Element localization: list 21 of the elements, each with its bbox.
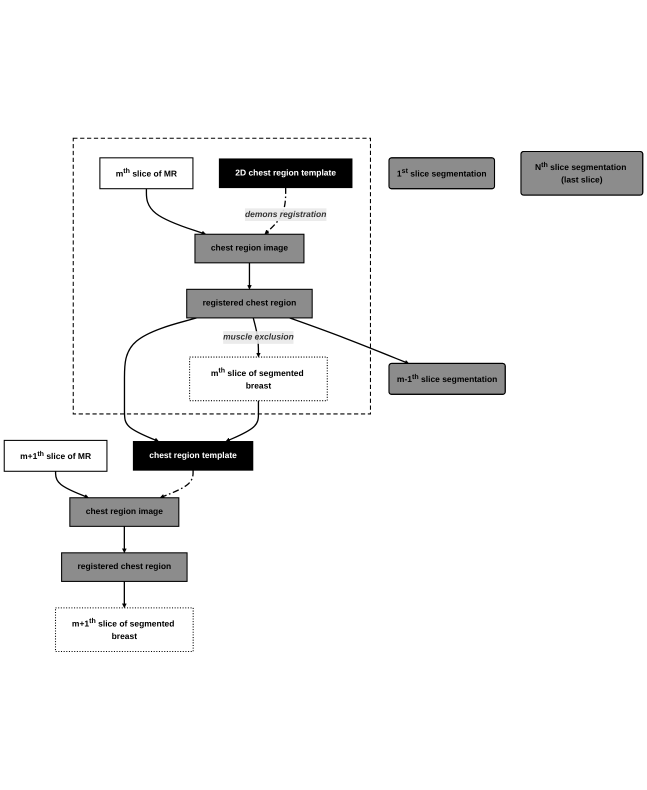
arrow bbox=[146, 188, 206, 236]
node-box: chest region image bbox=[194, 234, 304, 264]
cluster bbox=[72, 138, 371, 415]
arrow bbox=[160, 470, 194, 498]
node-box: 2D chest region template bbox=[218, 158, 352, 188]
node-box: m$^{th}$ slice of MR bbox=[99, 157, 194, 190]
arrow bbox=[122, 582, 127, 608]
node-box: registered chest region bbox=[61, 552, 188, 582]
edge-label: muscle exclusion bbox=[223, 332, 294, 342]
arrow bbox=[225, 400, 260, 442]
arrow bbox=[289, 317, 410, 364]
node-box: m+1$^{th}$ slice of segmented breast bbox=[54, 608, 194, 652]
arrow bbox=[247, 262, 252, 290]
node-box: m$^{th}$ slice of segmented breast bbox=[189, 356, 328, 402]
node-box: registered chest region bbox=[186, 288, 313, 319]
node-box: m+1$^{th}$ slice of MR bbox=[4, 440, 108, 472]
edge-label: demons registration bbox=[244, 210, 326, 220]
node-box: chest region image bbox=[69, 497, 180, 528]
arrow bbox=[122, 526, 127, 554]
node-box: chest region template bbox=[132, 441, 254, 471]
arrow bbox=[54, 471, 89, 498]
